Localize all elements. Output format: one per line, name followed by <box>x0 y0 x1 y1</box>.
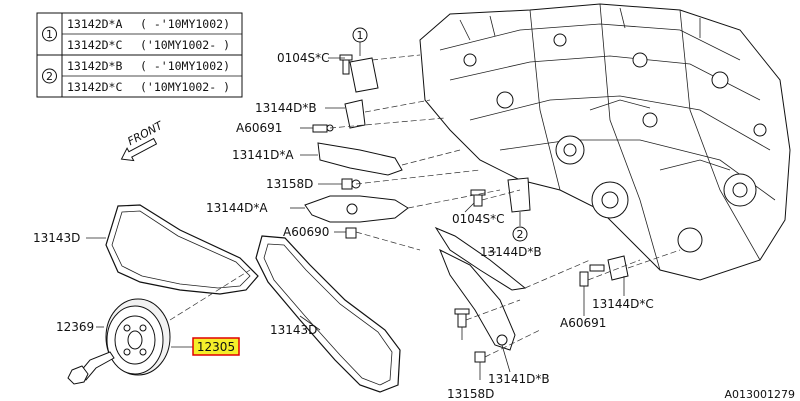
legend-marker-2 <box>42 68 57 84</box>
callout-1: 1 <box>352 27 368 43</box>
legend-row-1-part: 13142D*A <box>67 17 122 31</box>
label-13143d-mid: 13143D <box>270 323 317 337</box>
legend-marker-1-text: 1 <box>46 28 53 41</box>
bracket-13144d-c <box>607 255 629 281</box>
spacer-13158d-bottom <box>474 351 486 363</box>
legend-row-1-note: ( -'10MY1002) <box>140 17 230 31</box>
crank-bolt-12369 <box>67 351 115 385</box>
label-13144d-b: 13144D*B <box>255 101 317 115</box>
label-a60691-top: A60691 <box>236 121 282 135</box>
label-0104s-c-mid: 0104S*C <box>452 212 505 226</box>
legend-row-2-note: ('10MY1002- ) <box>140 38 230 52</box>
label-13141d-a: 13141D*A <box>232 148 294 162</box>
tensioner-plunger-1 <box>349 57 379 93</box>
legend-row-2-part: 13142D*C <box>67 38 122 52</box>
legend-row-3-note: ( -'10MY1002) <box>140 59 230 73</box>
label-12369: 12369 <box>56 320 94 334</box>
tensioner-plunger-2 <box>507 177 531 213</box>
label-13144d-a: 13144D*A <box>206 201 268 215</box>
highlight-12305-box[interactable] <box>192 337 240 356</box>
crank-pulley-12305 <box>105 298 171 376</box>
label-12305[interactable]: 12305 <box>197 340 235 354</box>
chain-13143d-right <box>255 235 401 393</box>
front-arrow: FRONT <box>120 118 166 162</box>
label-13141d-b: 13141D*B <box>488 372 550 386</box>
label-13144d-c: 13144D*C <box>592 297 654 311</box>
bolt-0104s-b <box>454 308 470 328</box>
front-arrow-icon <box>120 137 158 162</box>
label-13143d-left: 13143D <box>33 231 80 245</box>
label-13158d-top: 13158D <box>266 177 313 191</box>
guide-13141d-b <box>439 248 516 351</box>
label-13144d-b-lower: 13144D*B <box>480 245 542 259</box>
pin-a60691-right <box>579 271 589 287</box>
bolt-0104s-top <box>339 54 353 75</box>
engine-block <box>419 3 791 281</box>
legend-marker-2-text: 2 <box>46 70 53 83</box>
pin-a60691-top <box>312 124 334 133</box>
label-0104s-c-top: 0104S*C <box>277 51 330 65</box>
chain-13143d-left <box>105 204 259 295</box>
legend-row-4-note: ('10MY1002- ) <box>140 80 230 94</box>
legend-marker-1 <box>42 26 57 42</box>
legend-table: 1 2 13142D*A ( -'10MY1002) 13142D*C ('10… <box>36 12 243 98</box>
guide-13141d-a <box>317 142 403 176</box>
label-a60690: A60690 <box>283 225 329 239</box>
label-a60691-right: A60691 <box>560 316 606 330</box>
callout-2: 2 <box>512 226 528 242</box>
pin-a60690 <box>345 227 357 239</box>
legend-row-4-part: 13142D*C <box>67 80 122 94</box>
assembly-dashed-lines <box>169 54 681 358</box>
diagram-id: A013001279 <box>724 388 795 401</box>
callout-2-text: 2 <box>517 228 524 241</box>
legend-row-3-part: 13142D*B <box>67 59 122 73</box>
highlight-12305[interactable]: 12305 <box>192 337 240 356</box>
bolt-13144d-c <box>589 264 605 272</box>
callout-1-text: 1 <box>357 29 364 42</box>
leader-lines <box>86 42 625 380</box>
label-13158d-bottom: 13158D <box>447 387 494 401</box>
bracket-13144d-b <box>344 99 366 129</box>
